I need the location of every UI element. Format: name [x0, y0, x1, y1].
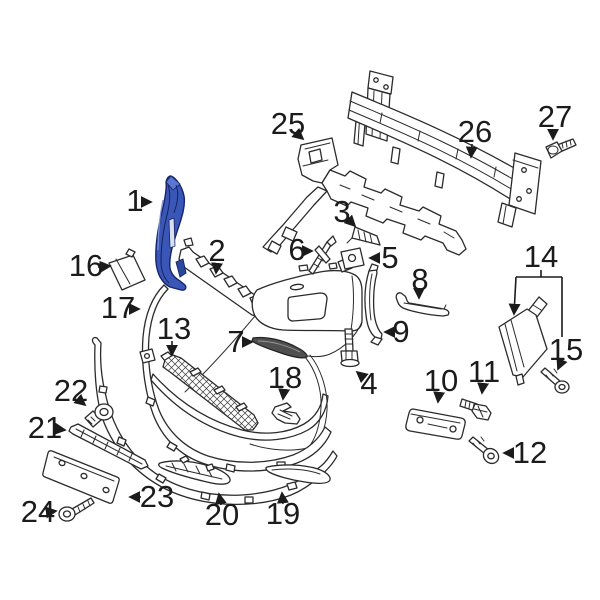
callouts: 1 2 3 4 5 6 7 8 [21, 99, 583, 532]
part-label-3: 3 [333, 194, 350, 229]
callout-22: 22 [54, 373, 88, 408]
callout-15: 15 [549, 332, 583, 371]
part-16-bracket [108, 248, 146, 291]
part-label-22: 22 [54, 373, 88, 408]
part-label-10: 10 [424, 363, 458, 398]
callout-10: 10 [424, 363, 458, 404]
callout-16: 16 [69, 248, 112, 283]
part-15-screw [540, 367, 570, 394]
part-25-energy-absorber [262, 137, 467, 256]
callout-26: 26 [458, 114, 492, 159]
part-20-molding-strip [158, 455, 231, 485]
part-label-7: 7 [227, 324, 244, 359]
part-label-15: 15 [549, 332, 583, 367]
callout-8: 8 [411, 262, 429, 300]
callout-1: 1 [126, 183, 153, 218]
part-9-side-bracket [364, 263, 383, 346]
callout-20: 20 [205, 492, 239, 532]
callout-25: 25 [271, 106, 305, 141]
part-label-8: 8 [411, 262, 428, 297]
part-label-18: 18 [268, 360, 302, 395]
part-label-9: 9 [392, 314, 409, 349]
part-6-screw [308, 235, 337, 275]
part-label-27: 27 [538, 99, 572, 134]
part-label-23: 23 [140, 479, 174, 514]
part-label-2: 2 [208, 233, 225, 268]
callout-17: 17 [101, 290, 141, 325]
part-label-11: 11 [468, 354, 500, 389]
callout-12: 12 [502, 435, 547, 470]
part-label-21: 21 [28, 410, 62, 445]
part-24-screw [58, 497, 95, 522]
callout-19: 19 [266, 491, 300, 531]
callout-5: 5 [368, 240, 399, 275]
part-label-4: 4 [360, 366, 377, 401]
part-26-impact-bar [347, 70, 542, 228]
callout-27: 27 [538, 99, 572, 141]
part-18-bracket [271, 402, 301, 425]
callout-2: 2 [208, 233, 226, 275]
part-label-1: 1 [126, 183, 143, 218]
part-27-bolt [545, 138, 577, 159]
part-label-12: 12 [513, 435, 547, 470]
part-10-mount-plate [405, 408, 466, 440]
part-23-license-bracket [42, 450, 120, 504]
part-3-bracket [346, 226, 381, 246]
part-4-bolt [340, 328, 360, 368]
part-8-rail-bracket [395, 292, 450, 317]
callout-9: 9 [383, 314, 410, 349]
callout-14: 14 [508, 239, 563, 337]
callout-3: 3 [333, 194, 357, 229]
part-label-5: 5 [381, 240, 398, 275]
callout-23: 23 [128, 479, 174, 514]
part-label-19: 19 [266, 496, 300, 531]
callout-18: 18 [268, 360, 302, 401]
part-21-bracket-strip [68, 423, 149, 470]
part-11-bolt [459, 398, 492, 421]
part-label-13: 13 [157, 311, 191, 346]
part-label-14: 14 [524, 239, 558, 274]
part-1-highlighted-side-support [155, 175, 187, 291]
part-label-25: 25 [271, 106, 305, 141]
callout-13: 13 [157, 311, 191, 357]
part-7-molding [251, 336, 308, 359]
part-label-26: 26 [458, 114, 492, 149]
callout-7: 7 [227, 324, 254, 359]
part-label-20: 20 [205, 497, 239, 532]
callout-21: 21 [28, 410, 67, 445]
part-2-bumper-cover [150, 237, 363, 452]
part-label-6: 6 [288, 232, 305, 267]
part-5-clip [337, 247, 365, 273]
part-label-16: 16 [69, 248, 103, 283]
part-label-17: 17 [101, 290, 135, 325]
callout-4: 4 [355, 366, 378, 401]
part-label-24: 24 [21, 494, 55, 529]
part-14-deflector [498, 296, 548, 386]
callout-11: 11 [468, 354, 500, 395]
part-19-lower-valance [91, 336, 338, 506]
part-22-screw [84, 403, 114, 428]
callout-6: 6 [288, 232, 314, 267]
callout-24: 24 [21, 494, 58, 529]
part-12-screw [468, 436, 500, 465]
